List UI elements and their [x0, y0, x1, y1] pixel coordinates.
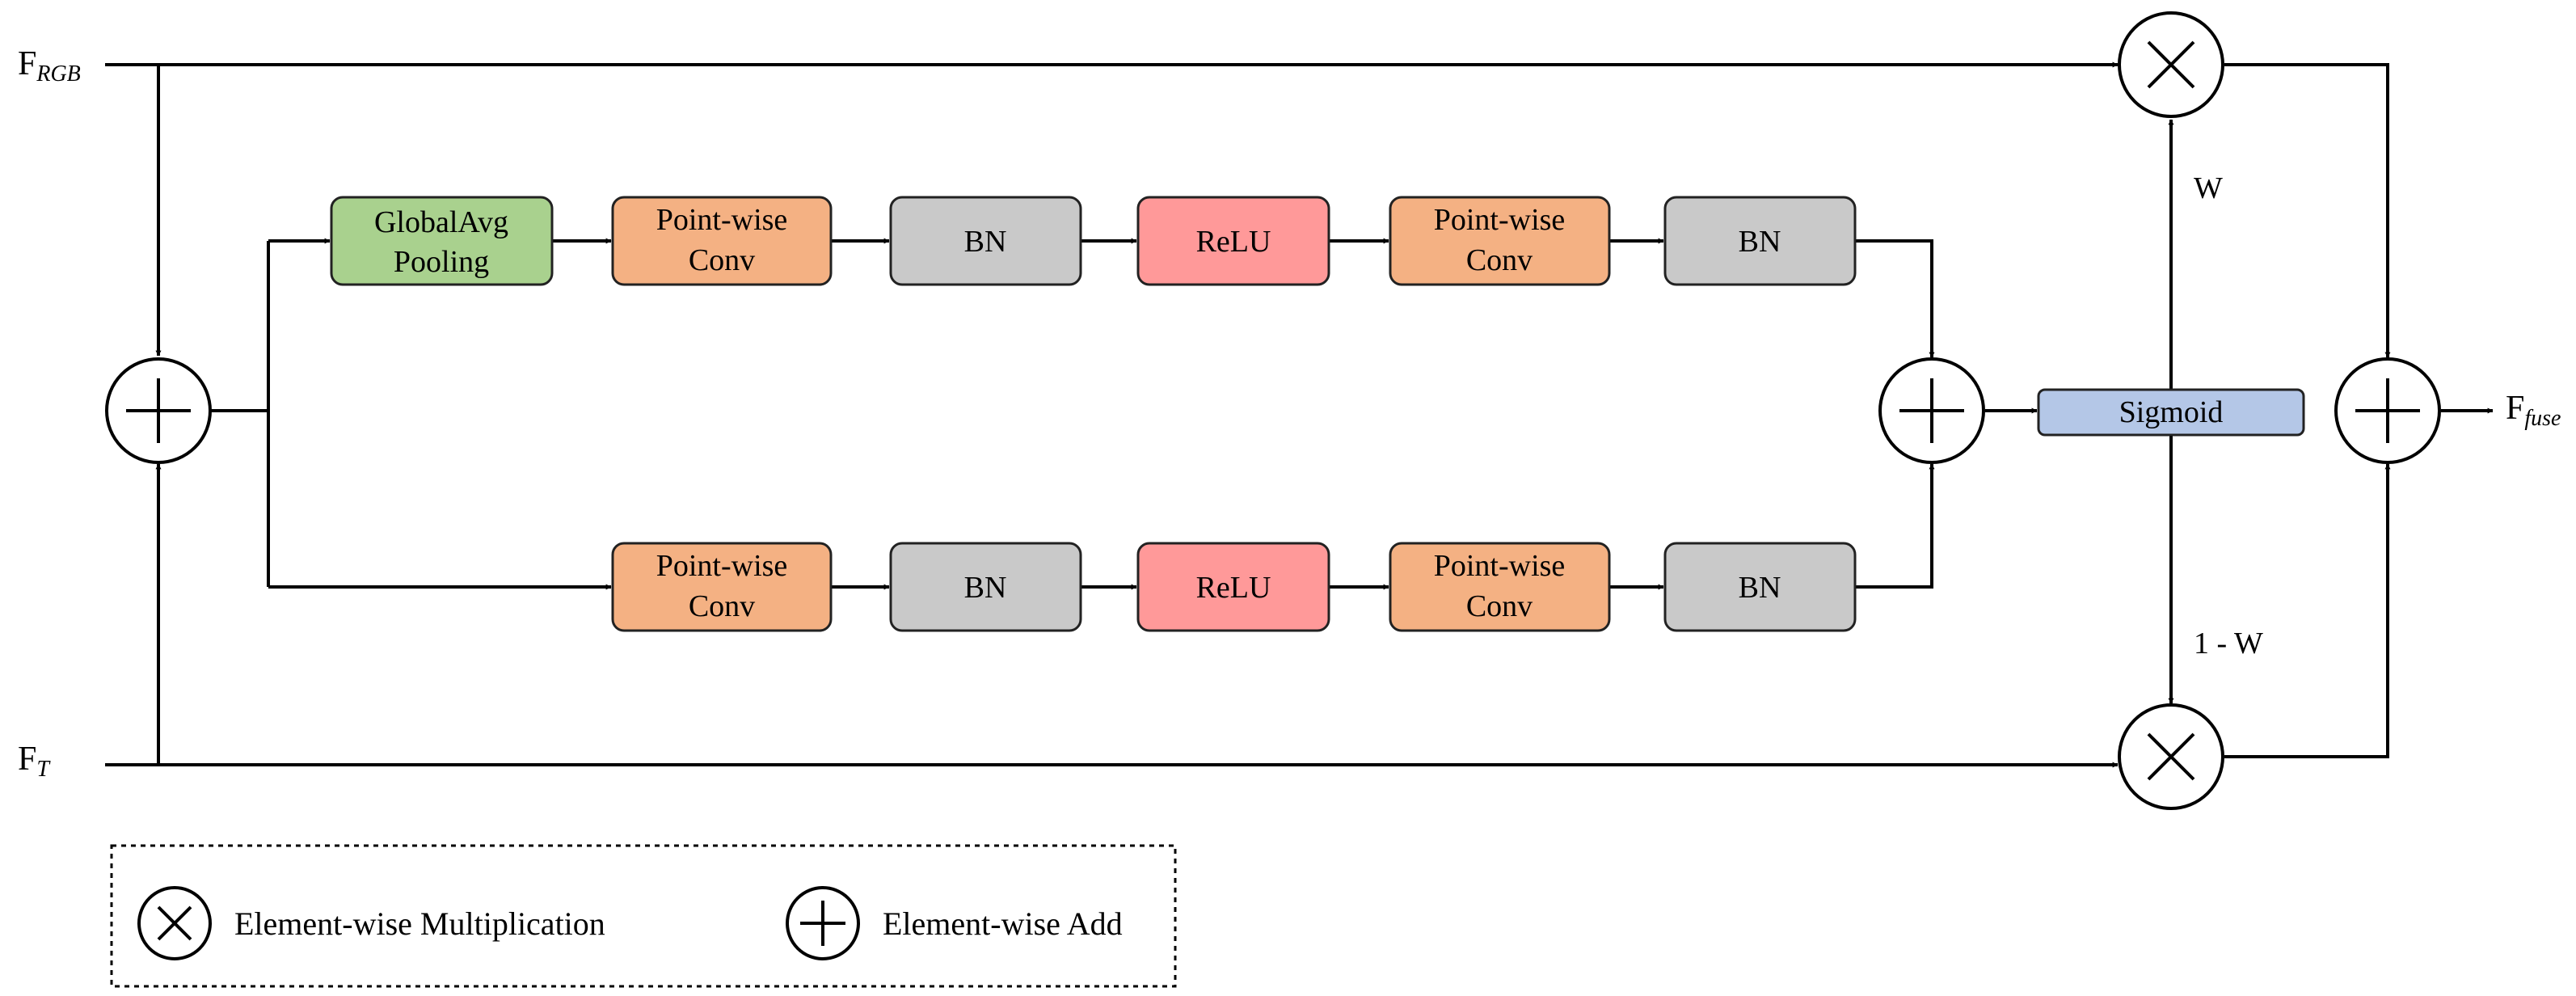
legend: Element-wise Multiplication Element-wise…: [110, 844, 1177, 988]
svg-text:GlobalAvg: GlobalAvg: [374, 205, 508, 239]
add-node-input: [105, 357, 212, 464]
svg-text:BN: BN: [1739, 571, 1781, 605]
sigmoid-block: Sigmoid: [2037, 388, 2305, 437]
svg-text:ReLU: ReLU: [1196, 225, 1271, 259]
weight-label-w: W: [2194, 171, 2223, 205]
svg-text:BN: BN: [964, 225, 1007, 259]
output-label-fuse: Ffuse: [2506, 390, 2561, 431]
svg-text:BN: BN: [1739, 225, 1781, 259]
bottom-pointwise-conv-1: Point-wise Conv: [611, 542, 833, 632]
svg-text:Conv: Conv: [1466, 243, 1533, 277]
svg-text:Pooling: Pooling: [394, 245, 489, 279]
multiply-node-thermal: [2118, 703, 2224, 810]
svg-text:Conv: Conv: [689, 243, 755, 277]
plus-icon: [126, 378, 191, 443]
legend-add-label: Element-wise Add: [883, 905, 1123, 942]
legend-multiply-icon: [137, 886, 212, 960]
svg-text:ReLU: ReLU: [1196, 571, 1271, 605]
plus-icon: [2355, 378, 2420, 443]
add-node-branches: [1878, 357, 1985, 464]
times-icon: [2147, 40, 2195, 89]
svg-text:Point-wise: Point-wise: [656, 203, 788, 237]
svg-text:Conv: Conv: [1466, 589, 1533, 623]
input-label-thermal: FT: [18, 741, 51, 782]
top-gap-block: GlobalAvg Pooling: [330, 196, 554, 286]
connection-wires: [105, 61, 2494, 768]
svg-text:Conv: Conv: [689, 589, 755, 623]
times-icon: [2147, 732, 2195, 781]
svg-text:Point-wise: Point-wise: [1434, 549, 1566, 583]
top-bn-2: BN: [1663, 196, 1857, 286]
add-node-output: [2334, 357, 2441, 464]
bottom-bn-1: BN: [889, 542, 1082, 632]
top-pointwise-conv-1: Point-wise Conv: [611, 196, 833, 286]
top-pointwise-conv-2: Point-wise Conv: [1389, 196, 1611, 286]
weight-label-one-minus-w: 1 - W: [2194, 627, 2263, 660]
svg-text:Sigmoid: Sigmoid: [2119, 395, 2224, 429]
svg-text:Point-wise: Point-wise: [1434, 203, 1566, 237]
svg-text:Point-wise: Point-wise: [656, 549, 788, 583]
plus-icon: [1899, 378, 1964, 443]
bottom-pointwise-conv-2: Point-wise Conv: [1389, 542, 1611, 632]
bottom-relu: ReLU: [1136, 542, 1330, 632]
multiply-node-rgb: [2118, 11, 2224, 118]
bottom-bn-2: BN: [1663, 542, 1857, 632]
legend-add-icon: [786, 886, 860, 960]
top-relu: ReLU: [1136, 196, 1330, 286]
input-label-rgb: FRGB: [18, 45, 81, 87]
legend-multiply-label: Element-wise Multiplication: [234, 905, 605, 942]
top-bn-1: BN: [889, 196, 1082, 286]
svg-text:BN: BN: [964, 571, 1007, 605]
